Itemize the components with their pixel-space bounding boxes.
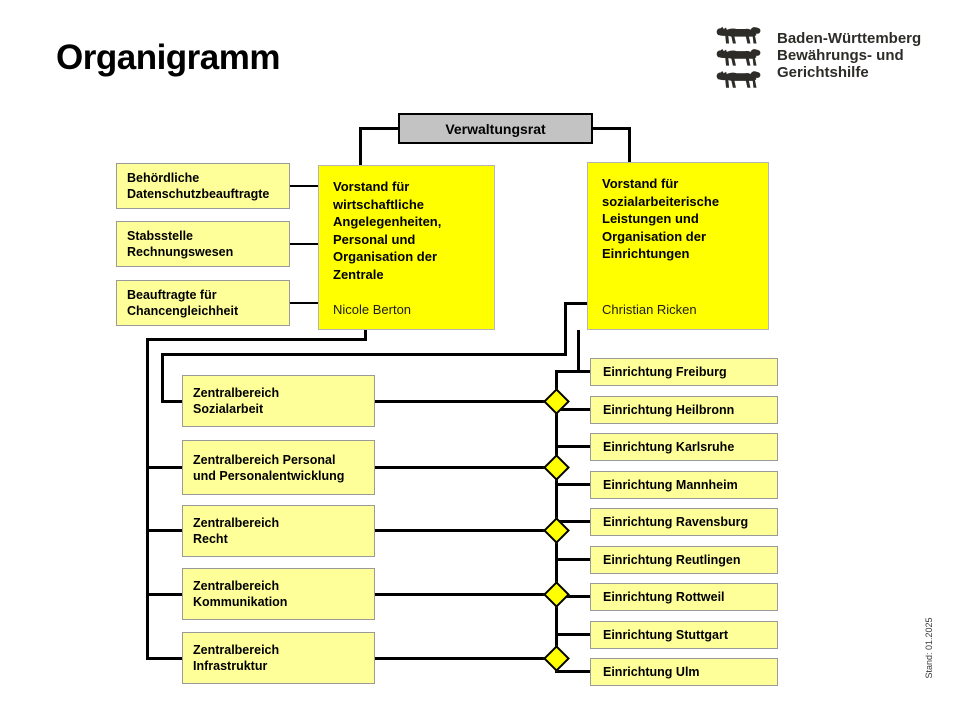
- connector-line: [375, 529, 556, 532]
- connector-line: [290, 185, 318, 187]
- person-name: Nicole Berton: [333, 301, 412, 317]
- node-einrichtung-ulm: Einrichtung Ulm: [590, 658, 778, 686]
- node-einrichtung-stuttgart: Einrichtung Stuttgart: [590, 621, 778, 649]
- connector-line: [628, 127, 631, 163]
- connector-line: [591, 127, 631, 130]
- role-label: Vorstand für wirtschaftliche Angelegenhe…: [333, 179, 442, 282]
- role-label: Vorstand für sozialarbeiterische Leistun…: [602, 176, 720, 261]
- node-behoerdliche-datenschutzbeauftragte: Behördliche Datenschutzbeauftragte: [116, 163, 290, 209]
- connector-line: [146, 338, 367, 341]
- node-vorstand-wirtschaft: Vorstand für wirtschaftliche Angelegenhe…: [318, 165, 495, 330]
- page-title: Organigramm: [56, 38, 281, 77]
- node-einrichtung-heilbronn: Einrichtung Heilbronn: [590, 396, 778, 424]
- connector-line: [290, 302, 318, 304]
- connector-line: [555, 670, 590, 673]
- connector-line: [555, 445, 590, 448]
- junction-diamond: [543, 581, 570, 608]
- node-einrichtung-mannheim: Einrichtung Mannheim: [590, 471, 778, 499]
- connector-line: [375, 593, 556, 596]
- org-logo-text: Baden-Württemberg Bewährungs- und Gerich…: [777, 30, 922, 81]
- connector-line: [375, 466, 556, 469]
- connector-line: [555, 633, 590, 636]
- person-name: Christian Ricken: [602, 301, 697, 317]
- node-einrichtung-reutlingen: Einrichtung Reutlingen: [590, 546, 778, 574]
- connector-line: [290, 243, 318, 245]
- node-zentralbereich-infrastruktur: Zentralbereich Infrastruktur: [182, 632, 375, 684]
- node-beauftragte-chancengleichheit: Beauftragte für Chancengleichheit: [116, 280, 290, 326]
- connector-line: [360, 127, 400, 130]
- connector-line: [149, 529, 182, 532]
- connector-line: [149, 593, 182, 596]
- connector-line: [564, 302, 587, 305]
- node-einrichtung-ravensburg: Einrichtung Ravensburg: [590, 508, 778, 536]
- connector-line: [161, 353, 567, 356]
- connector-line: [359, 127, 362, 165]
- node-stabsstelle-rechnungswesen: Stabsstelle Rechnungswesen: [116, 221, 290, 267]
- junction-diamond: [543, 454, 570, 481]
- node-zentralbereich-recht: Zentralbereich Recht: [182, 505, 375, 557]
- connector-line: [375, 657, 556, 660]
- connector-line: [577, 330, 580, 373]
- connector-line: [146, 657, 182, 660]
- connector-line: [149, 466, 182, 469]
- connector-line: [564, 302, 567, 356]
- junction-diamond: [543, 645, 570, 672]
- node-einrichtung-freiburg: Einrichtung Freiburg: [590, 358, 778, 386]
- connector-line: [364, 330, 367, 341]
- stand-note: Stand: 01.2025: [924, 617, 934, 679]
- connector-line: [555, 595, 590, 598]
- org-logo: Baden-Württemberg Bewährungs- und Gerich…: [716, 26, 921, 90]
- connector-line: [555, 408, 590, 411]
- node-vorstand-sozialarbeiterisch: Vorstand für sozialarbeiterische Leistun…: [587, 162, 769, 330]
- node-zentralbereich-personal: Zentralbereich Personal und Personalentw…: [182, 440, 375, 495]
- node-einrichtung-rottweil: Einrichtung Rottweil: [590, 583, 778, 611]
- connector-line: [555, 520, 590, 523]
- node-zentralbereich-sozialarbeit: Zentralbereich Sozialarbeit: [182, 375, 375, 427]
- connector-line: [161, 400, 182, 403]
- connector-line: [146, 338, 149, 660]
- connector-line: [555, 558, 590, 561]
- node-verwaltungsrat: Verwaltungsrat: [398, 113, 593, 144]
- three-lions-icon: [716, 26, 761, 88]
- node-zentralbereich-kommunikation: Zentralbereich Kommunikation: [182, 568, 375, 620]
- connector-line: [161, 353, 164, 403]
- node-einrichtung-karlsruhe: Einrichtung Karlsruhe: [590, 433, 778, 461]
- connector-line: [555, 483, 590, 486]
- connector-line: [555, 370, 590, 373]
- connector-line: [375, 400, 556, 403]
